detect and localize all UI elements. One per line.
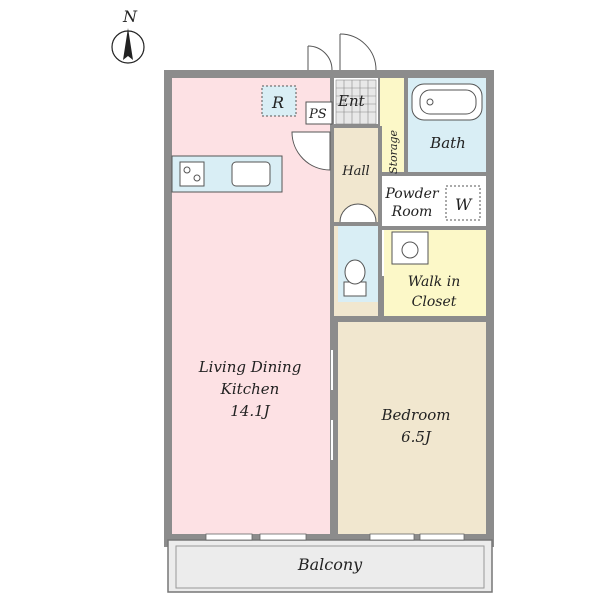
compass-label: N: [122, 7, 138, 26]
powder-label-line1: Powder: [384, 186, 440, 202]
closet-label-line2: Closet: [412, 294, 457, 310]
refrigerator-label: R: [271, 93, 284, 112]
balcony-label: Balcony: [297, 555, 363, 574]
ldk-size: 14.1J: [230, 402, 270, 420]
room-bedroom: [338, 322, 486, 534]
hall-label: Hall: [341, 164, 369, 179]
entrance-tiles: [335, 79, 377, 125]
powder-label-line2: Room: [391, 204, 433, 220]
balcony: [167, 539, 493, 593]
room-storage: [380, 78, 404, 172]
bedroom-label: Bedroom: [381, 406, 451, 424]
south-windows: [205, 533, 465, 541]
toilet-fixture: [339, 203, 377, 297]
bedroom-size: 6.5J: [401, 428, 432, 446]
storage-label: Storage: [387, 130, 400, 174]
ldk-label-line2: Kitchen: [220, 380, 280, 398]
washbasin: [391, 231, 429, 265]
pipe-space-label: PS: [308, 107, 327, 122]
washer-label: W: [455, 195, 473, 214]
closet-label-line1: Walk in: [408, 274, 460, 290]
washer-space: [445, 185, 481, 221]
refrigerator-space: [261, 85, 297, 117]
entrance-label: Ent: [337, 92, 366, 110]
north-arrow-icon: [111, 28, 145, 64]
bath-label: Bath: [429, 134, 466, 152]
bathtub: [411, 83, 483, 121]
pipe-space: [305, 101, 333, 125]
entry-door: [307, 33, 377, 71]
ldk-label-line1: Living Dining: [198, 358, 302, 376]
ldk-door: [291, 131, 331, 171]
kitchen-counter: [171, 155, 283, 193]
